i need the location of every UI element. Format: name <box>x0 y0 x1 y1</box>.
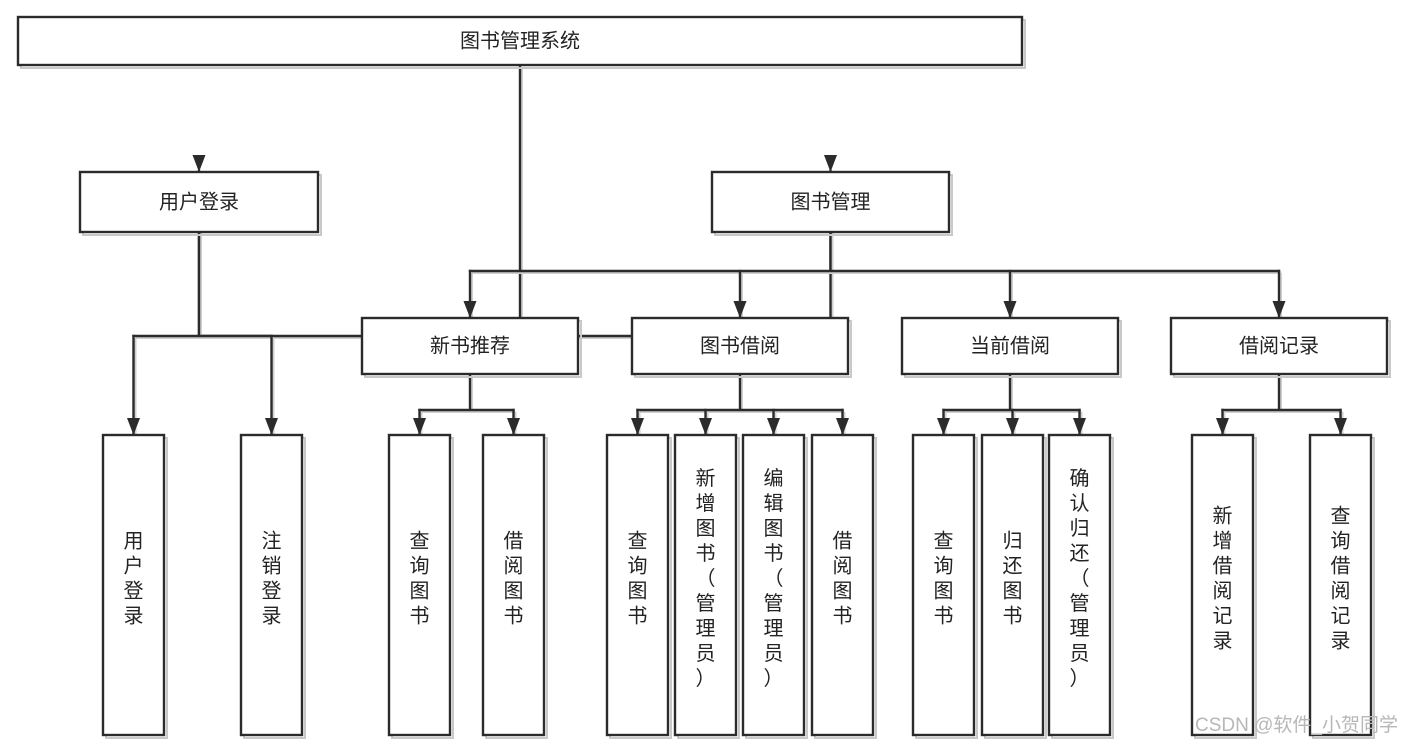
node-box[interactable] <box>911 433 976 737</box>
node-box[interactable] <box>710 170 951 234</box>
node-label: 查询图书 <box>628 530 648 628</box>
arrow-head <box>767 418 780 435</box>
node-box[interactable] <box>239 433 304 737</box>
node-label: 查询图书 <box>410 530 430 628</box>
node-label: 当前借阅 <box>970 334 1050 357</box>
arrow-head <box>413 418 426 435</box>
node-label: 图书管理 <box>791 190 871 213</box>
node-add-borrow-record[interactable]: 新增借阅记录 <box>1190 433 1257 739</box>
node-new-book-recommend[interactable]: 新书推荐 <box>360 316 582 378</box>
arrow-head <box>127 418 140 435</box>
node-label: 用户登录 <box>124 531 144 628</box>
arrow-head <box>507 418 520 435</box>
node-box[interactable] <box>810 433 875 737</box>
node-label: 新书推荐 <box>430 334 510 357</box>
arrow-head <box>937 418 950 435</box>
node-label: 查询图书 <box>934 530 954 628</box>
node-box[interactable] <box>980 433 1045 737</box>
arrow-head <box>1073 418 1086 435</box>
node-box[interactable] <box>387 433 452 737</box>
node-add-book-admin[interactable]: 新增图书（管理员） <box>673 433 740 739</box>
node-user-login-do[interactable]: 用户登录 <box>101 433 168 739</box>
node-query-books-b[interactable]: 查询图书 <box>605 433 672 739</box>
arrow-head <box>824 155 837 172</box>
node-layer: 图书管理系统用户登录用户登录注销登录图书管理新书推荐查询图书借阅图书图书借阅查询… <box>16 15 1391 739</box>
node-box[interactable] <box>673 433 738 737</box>
node-label: 新增借阅记录 <box>1213 505 1233 653</box>
node-box[interactable] <box>1047 433 1112 737</box>
arrow-head <box>1003 301 1017 318</box>
node-label: 图书管理系统 <box>460 29 580 52</box>
node-root[interactable]: 图书管理系统 <box>16 15 1026 69</box>
node-box[interactable] <box>16 15 1024 67</box>
node-label: 查询借阅记录 <box>1331 505 1351 653</box>
node-box[interactable] <box>78 170 320 234</box>
csdn-watermark: CSDN @软件_小贺同学 <box>1195 714 1398 736</box>
arrow-head <box>1216 418 1229 435</box>
node-label: 新增图书（管理员） <box>696 467 716 690</box>
node-query-books-a[interactable]: 查询图书 <box>387 433 454 739</box>
arrow-head <box>1006 418 1019 435</box>
arrow-head <box>699 418 712 435</box>
node-query-borrow-record[interactable]: 查询借阅记录 <box>1308 433 1375 739</box>
node-borrow-records[interactable]: 借阅记录 <box>1169 316 1391 378</box>
node-box[interactable] <box>481 433 546 737</box>
node-box[interactable] <box>360 316 580 376</box>
node-book-management[interactable]: 图书管理 <box>710 170 953 236</box>
node-user-logout[interactable]: 注销登录 <box>239 433 306 739</box>
node-label: 注销登录 <box>262 530 282 628</box>
arrow-head <box>1272 301 1286 318</box>
node-label: 归还图书 <box>1003 530 1023 628</box>
node-box[interactable] <box>1308 433 1373 737</box>
arrow-head <box>733 301 747 318</box>
node-current-borrow[interactable]: 当前借阅 <box>900 316 1122 378</box>
arrow-head <box>836 418 849 435</box>
node-label: 借阅记录 <box>1239 334 1319 357</box>
arrow-head <box>1334 418 1347 435</box>
node-label: 确认归还（管理员） <box>1070 467 1090 690</box>
arrow-head <box>265 418 278 435</box>
arrow-head <box>192 155 206 172</box>
node-borrow-books-a[interactable]: 借阅图书 <box>481 433 548 739</box>
node-book-borrow[interactable]: 图书借阅 <box>630 316 852 378</box>
node-confirm-return-admin[interactable]: 确认归还（管理员） <box>1047 433 1114 739</box>
node-label: 编辑图书（管理员） <box>764 467 784 690</box>
node-box[interactable] <box>1190 433 1255 737</box>
node-return-books[interactable]: 归还图书 <box>980 433 1047 739</box>
node-box[interactable] <box>1169 316 1389 376</box>
connector-layer <box>127 63 1347 436</box>
node-user-login[interactable]: 用户登录 <box>78 170 322 236</box>
node-box[interactable] <box>741 433 806 737</box>
node-borrow-books-b[interactable]: 借阅图书 <box>810 433 877 739</box>
node-label: 借阅图书 <box>833 530 853 628</box>
node-box[interactable] <box>900 316 1120 376</box>
node-label: 用户登录 <box>159 190 239 213</box>
arrow-head <box>463 301 477 318</box>
node-box[interactable] <box>605 433 670 737</box>
node-label: 借阅图书 <box>504 530 524 628</box>
arrow-head <box>631 418 644 435</box>
node-edit-book-admin[interactable]: 编辑图书（管理员） <box>741 433 808 739</box>
node-box[interactable] <box>630 316 850 376</box>
node-query-books-c[interactable]: 查询图书 <box>911 433 978 739</box>
node-label: 图书借阅 <box>700 334 780 357</box>
node-box[interactable] <box>101 433 166 737</box>
